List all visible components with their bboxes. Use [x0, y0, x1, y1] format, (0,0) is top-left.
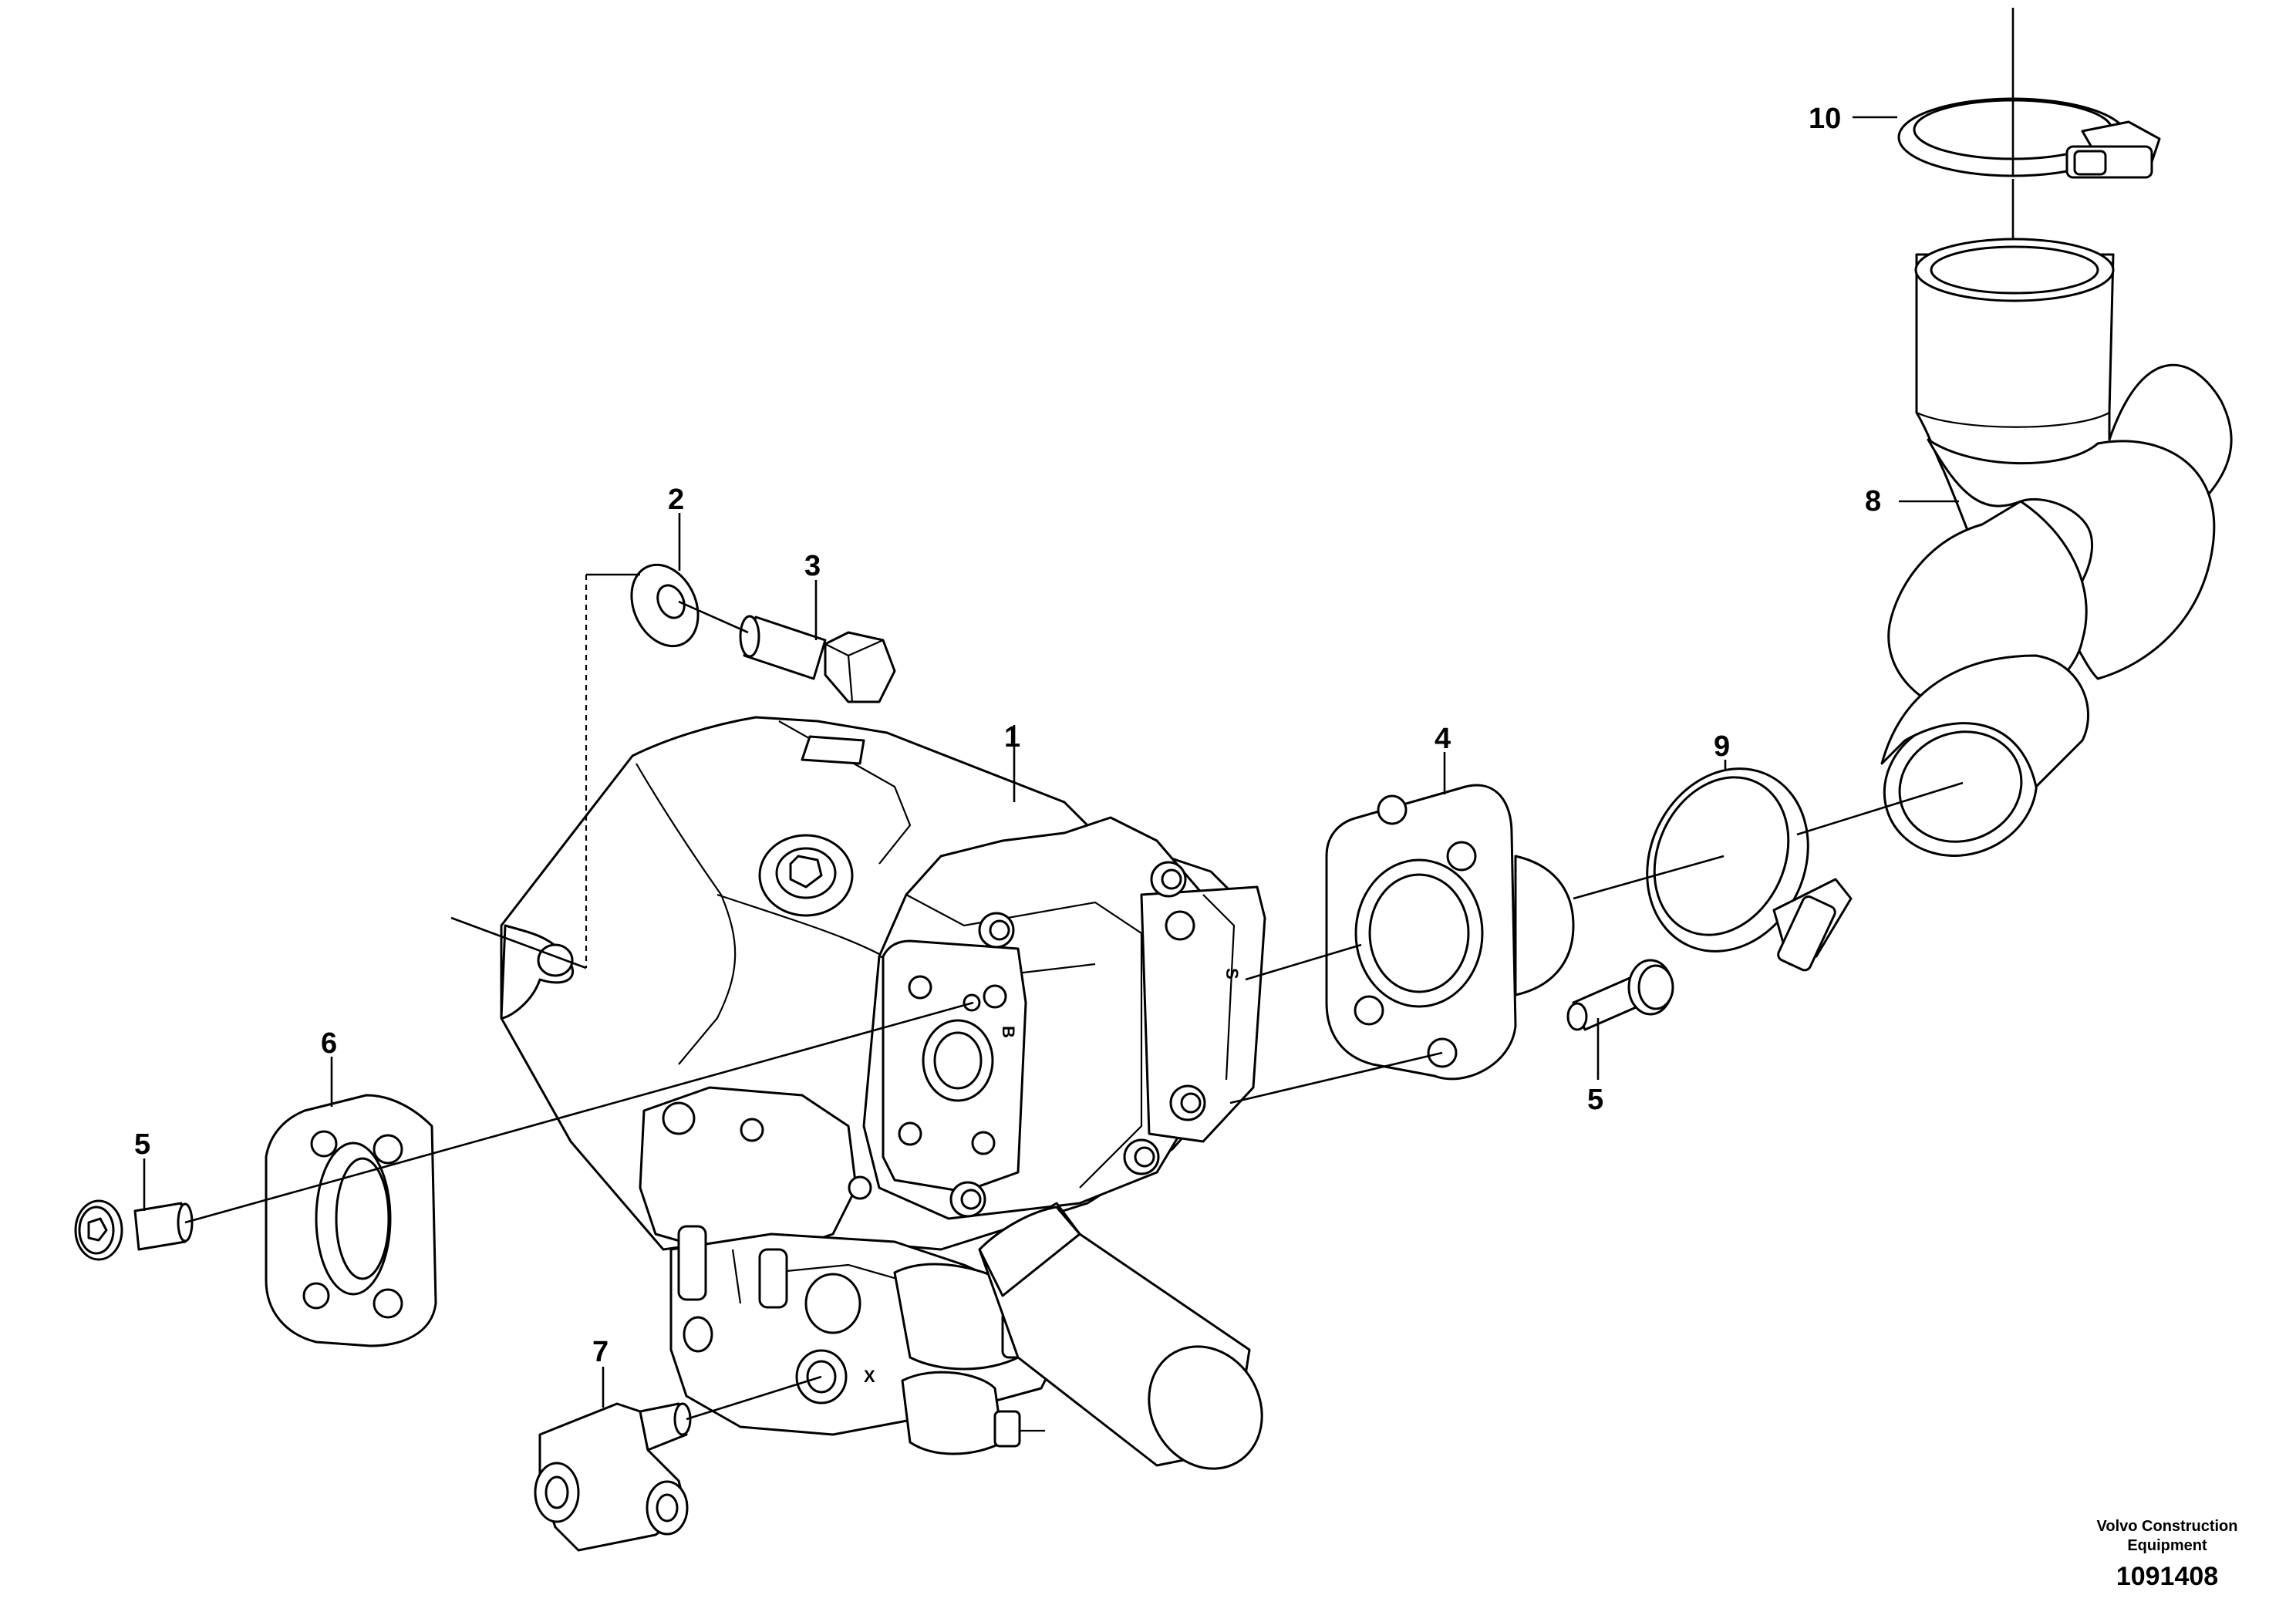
port-x-label: X: [864, 1367, 875, 1386]
callout-3: 3: [804, 550, 821, 582]
alignment-lines: [143, 116, 1964, 1421]
tee-fitting: [534, 1367, 692, 1552]
callout-5-right: 5: [1587, 1084, 1603, 1116]
callout-6: 6: [321, 1027, 337, 1060]
hose-clamp-top: [1897, 8, 2161, 179]
split-flange-clamp: [265, 1094, 437, 1347]
washer: [630, 563, 700, 648]
callout-8: 8: [1865, 485, 1881, 518]
suction-hose-elbow: [1880, 179, 2233, 857]
callout-7: 7: [592, 1336, 609, 1368]
port-s-label: S: [1222, 968, 1242, 980]
drawing-number: 1091408: [2116, 1562, 2218, 1591]
callout-2: 2: [668, 484, 684, 516]
callout-1: 1: [1004, 721, 1020, 754]
callout-10: 10: [1809, 103, 1841, 135]
callout-9: 9: [1714, 730, 1730, 763]
cap-screw-right: [1566, 959, 1674, 1031]
hydraulic-pump: [500, 716, 1266, 1470]
cap-screw-left: [74, 1199, 194, 1261]
hose-clamp-middle: [1646, 760, 1853, 972]
callout-4: 4: [1435, 723, 1451, 755]
suction-flange: [1325, 784, 1575, 1081]
callout-5-left: 5: [134, 1128, 150, 1161]
drawing-caption: Volvo Construction Equipment 1091408: [2097, 1518, 2238, 1591]
brand-line-1: Volvo Construction: [2097, 1518, 2238, 1535]
cover-bolt-group: [949, 861, 1206, 1218]
hex-bolt: [739, 615, 896, 703]
port-b-label: B: [999, 1026, 1018, 1038]
brand-line-2: Equipment: [2127, 1537, 2207, 1554]
